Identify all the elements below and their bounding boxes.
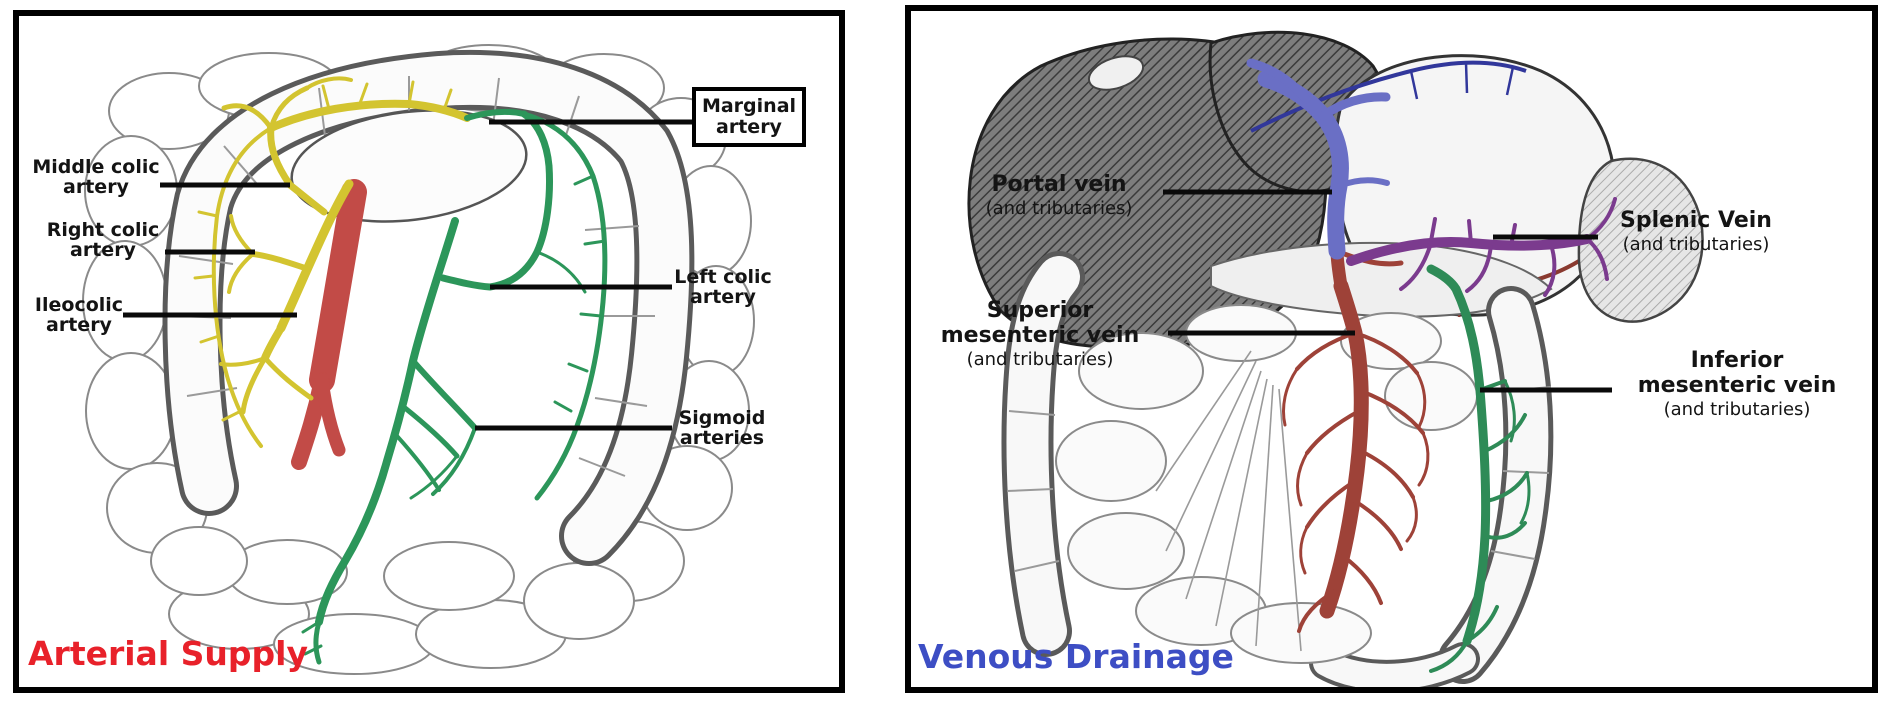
vein-name: mesenteric vein xyxy=(1637,373,1837,398)
vein-subtext: (and tributaries) xyxy=(985,198,1133,219)
label-portal-vein: Portal vein (and tributaries) xyxy=(954,172,1164,221)
label-line: artery xyxy=(716,116,782,138)
label-line: Marginal xyxy=(701,95,797,117)
label-line: artery xyxy=(690,286,756,308)
pancreas xyxy=(1210,241,1553,318)
venous-leader-lines xyxy=(1163,189,1612,393)
vein-name: Portal vein xyxy=(991,172,1127,197)
label-inferior-mesenteric-vein: Inferior mesenteric vein (and tributarie… xyxy=(1617,348,1857,422)
vein-name: mesenteric vein xyxy=(940,323,1140,348)
vein-subtext: (and tributaries) xyxy=(966,349,1114,370)
label-ileocolic-artery: Ileocolic artery xyxy=(19,295,139,335)
label-sigmoid-arteries: Sigmoid arteries xyxy=(652,408,792,448)
arterial-leader-lines xyxy=(123,119,692,431)
label-line: Middle colic xyxy=(32,156,160,178)
vein-subtext: (and tributaries) xyxy=(1622,234,1770,255)
arterial-supply-title: Arterial Supply xyxy=(28,634,308,673)
inferior-mesenteric-vein-tree xyxy=(1426,264,1531,673)
mesentery-fan xyxy=(1155,350,1302,652)
label-marginal-artery-box: Marginal artery xyxy=(692,87,806,147)
yellow-artery-tree xyxy=(193,76,471,448)
venous-drainage-panel: Portal vein (and tributaries) Splenic Ve… xyxy=(905,5,1878,693)
vein-name: Splenic Vein xyxy=(1620,208,1772,233)
green-artery-tree xyxy=(301,108,608,665)
label-splenic-vein: Splenic Vein (and tributaries) xyxy=(1586,208,1806,257)
label-line: Left colic xyxy=(674,266,772,288)
label-line: Ileocolic xyxy=(34,294,124,316)
label-superior-mesenteric-vein: Superior mesenteric vein (and tributarie… xyxy=(920,298,1160,372)
label-line: artery xyxy=(70,239,136,261)
vein-name: Superior xyxy=(986,298,1094,323)
label-left-colic-artery: Left colic artery xyxy=(653,267,793,307)
arterial-illustration xyxy=(82,44,755,675)
vein-name: Inferior xyxy=(1690,348,1784,373)
label-middle-colic-artery: Middle colic artery xyxy=(26,157,166,197)
venous-illustration xyxy=(967,30,1704,687)
spleen xyxy=(1577,157,1704,323)
label-line: Right colic xyxy=(46,219,160,241)
vein-subtext: (and tributaries) xyxy=(1663,399,1811,420)
portal-vein-tree xyxy=(1246,58,1391,260)
label-line: artery xyxy=(46,314,112,336)
gallbladder xyxy=(1087,55,1145,91)
label-line: arteries xyxy=(679,427,765,449)
arterial-supply-panel: Middle colic artery Right colic artery I… xyxy=(13,10,845,693)
label-line: Sigmoid xyxy=(678,407,766,429)
label-right-colic-artery: Right colic artery xyxy=(33,220,173,260)
sma-trunk-red xyxy=(291,179,367,470)
label-line: artery xyxy=(63,176,129,198)
venous-drainage-title: Venous Drainage xyxy=(918,637,1234,676)
small-intestine xyxy=(1055,304,1478,664)
